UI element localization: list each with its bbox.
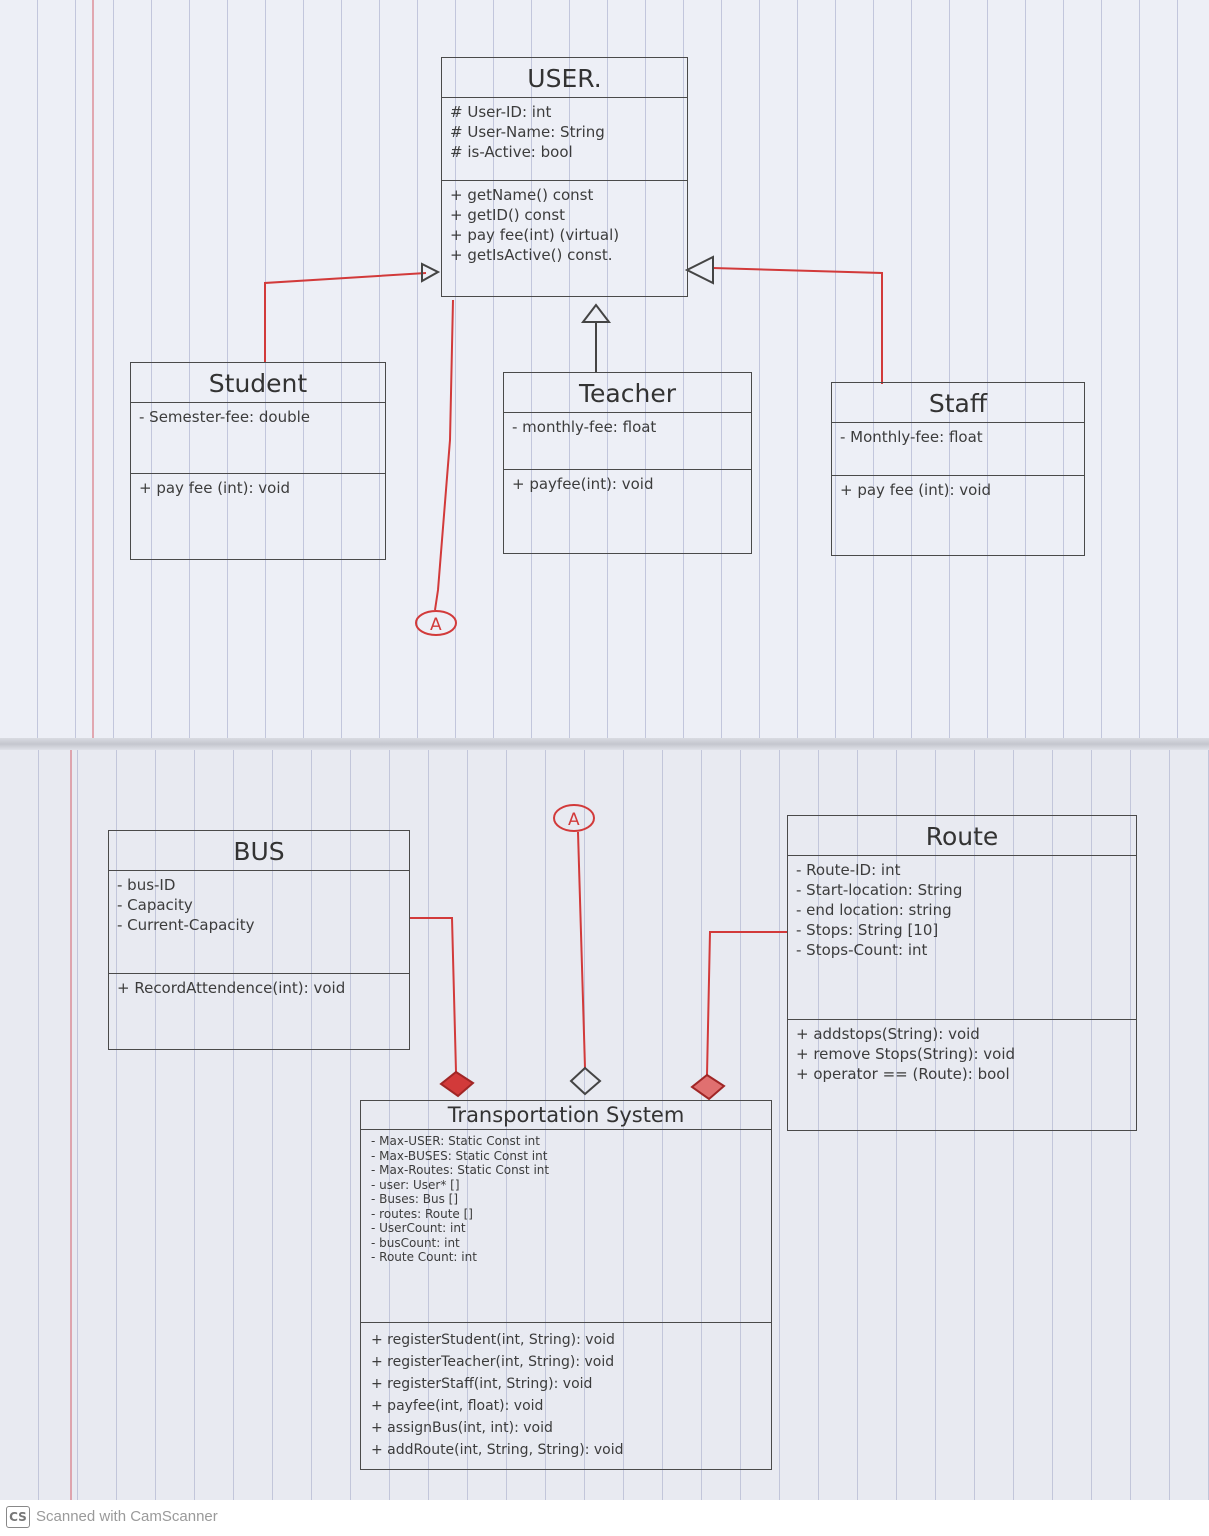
class-attributes: - Route-ID: int - Start-location: String…	[788, 856, 1136, 1020]
class-attributes: - monthly-fee: float	[504, 413, 751, 470]
class-name: Route	[788, 816, 1136, 856]
attribute: - end location: string	[796, 901, 952, 919]
class-attributes: - Max-USER: Static Const int - Max-BUSES…	[361, 1130, 771, 1323]
attribute: - Max-Routes: Static Const int	[371, 1163, 550, 1177]
attribute: - busCount: int	[371, 1235, 460, 1250]
attribute: - Stops-Count: int	[796, 941, 928, 959]
attribute: - Route Count: int	[371, 1250, 477, 1264]
method: + registerStudent(int, String): void	[371, 1332, 615, 1348]
method: + pay fee(int) (virtual)	[450, 226, 620, 244]
attribute: - Current-Capacity	[117, 916, 255, 934]
class-methods: + pay fee (int): void	[131, 474, 385, 502]
attribute: # is-Active: bool	[450, 143, 573, 161]
method: + addstops(String): void	[796, 1025, 980, 1043]
attribute: - Semester-fee: double	[139, 408, 310, 426]
method: + remove Stops(String): void	[796, 1045, 1016, 1063]
class-name: Teacher	[504, 373, 751, 413]
class-attributes: - Semester-fee: double	[131, 403, 385, 474]
class-methods: + addstops(String): void + remove Stops(…	[788, 1020, 1136, 1088]
route-class: Route - Route-ID: int - Start-location: …	[787, 815, 1137, 1131]
method: + registerTeacher(int, String): void	[371, 1354, 615, 1370]
class-name: Student	[131, 363, 385, 403]
method: + payfee(int, float): void	[371, 1398, 544, 1414]
transportation-system-class: Transportation System - Max-USER: Static…	[360, 1100, 772, 1470]
class-methods: + RecordAttendence(int): void	[109, 974, 409, 1002]
attribute: - Capacity	[117, 896, 193, 914]
method: + getName() const	[450, 186, 594, 204]
method: + registerStaff(int, String): void	[371, 1376, 593, 1392]
student-class: Student - Semester-fee: double + pay fee…	[130, 362, 386, 560]
class-attributes: - Monthly-fee: float	[832, 423, 1084, 476]
class-attributes: - bus-ID - Capacity - Current-Capacity	[109, 871, 409, 974]
method: + pay fee (int): void	[840, 481, 992, 499]
class-methods: + pay fee (int): void	[832, 476, 1084, 504]
attribute: - Stops: String [10]	[796, 921, 939, 939]
class-name: USER.	[442, 58, 687, 98]
attribute: - UserCount: int	[371, 1221, 466, 1235]
margin-line	[92, 0, 94, 745]
method: + addRoute(int, String, String): void	[371, 1442, 624, 1458]
teacher-class: Teacher - monthly-fee: float + payfee(in…	[503, 372, 752, 554]
class-methods: + payfee(int): void	[504, 470, 751, 498]
class-name: BUS	[109, 831, 409, 871]
method: + getIsActive() const.	[450, 246, 613, 264]
bus-class: BUS - bus-ID - Capacity - Current-Capaci…	[108, 830, 410, 1050]
class-methods: + getName() const + getID() const + pay …	[442, 181, 687, 269]
camscanner-logo: CS	[6, 1506, 30, 1528]
attribute: - Buses: Bus []	[371, 1192, 458, 1206]
margin-line	[70, 745, 72, 1500]
attribute: - routes: Route []	[371, 1206, 473, 1221]
attribute: - bus-ID	[117, 876, 176, 894]
attribute: # User-Name: String	[450, 123, 605, 141]
class-name: Staff	[832, 383, 1084, 423]
method: + RecordAttendence(int): void	[117, 979, 346, 997]
attribute: - Route-ID: int	[796, 861, 901, 879]
page-fold	[0, 738, 1209, 750]
attribute: - Max-USER: Static Const int	[371, 1134, 540, 1148]
method: + getID() const	[450, 206, 566, 224]
method: + operator == (Route): bool	[796, 1065, 1010, 1083]
method: + pay fee (int): void	[139, 479, 291, 497]
attribute: - user: User* []	[371, 1177, 460, 1192]
attribute: # User-ID: int	[450, 103, 552, 121]
camscanner-watermark-text: Scanned with CamScanner	[36, 1508, 218, 1525]
staff-class: Staff - Monthly-fee: float + pay fee (in…	[831, 382, 1085, 556]
class-methods: + registerStudent(int, String): void + r…	[361, 1323, 771, 1467]
attribute: - Start-location: String	[796, 881, 963, 899]
method: + payfee(int): void	[512, 475, 654, 493]
attribute: - Monthly-fee: float	[840, 428, 983, 446]
attribute: - monthly-fee: float	[512, 418, 657, 436]
attribute: - Max-BUSES: Static Const int	[371, 1148, 548, 1163]
class-attributes: # User-ID: int # User-Name: String # is-…	[442, 98, 687, 181]
user-class: USER. # User-ID: int # User-Name: String…	[441, 57, 688, 297]
class-name: Transportation System	[361, 1101, 771, 1130]
scanner-footer: CS Scanned with CamScanner	[0, 1500, 1209, 1536]
method: + assignBus(int, int): void	[371, 1420, 553, 1436]
